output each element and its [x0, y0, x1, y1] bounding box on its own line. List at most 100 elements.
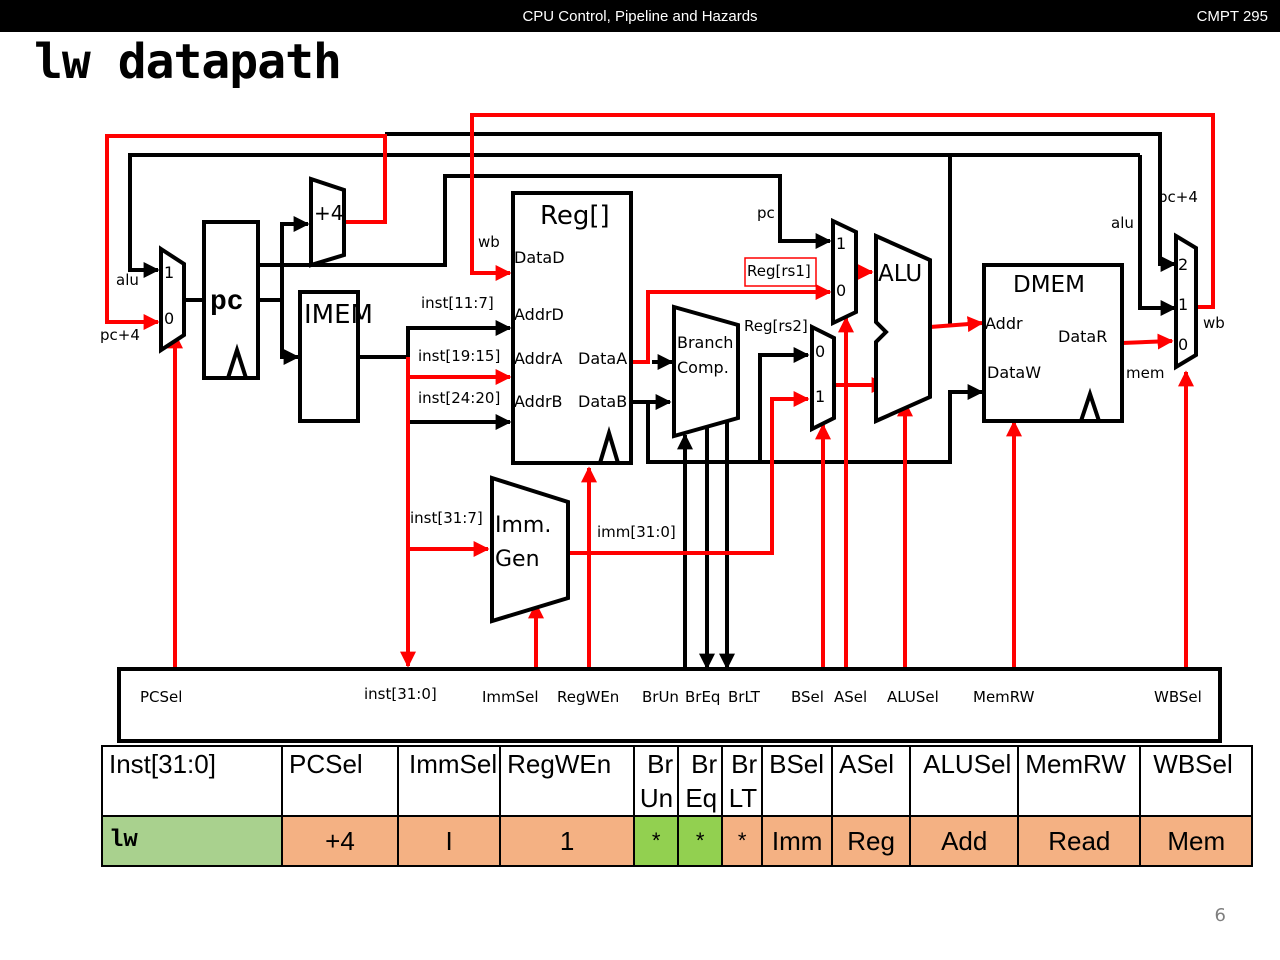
wire-pcplus4-to-wbmux	[385, 132, 1177, 272]
td-pcsel: +4	[281, 815, 399, 867]
th-pcsel: PCSel	[281, 745, 399, 817]
label-wb-reg: wb	[478, 233, 500, 251]
label-mem: mem	[1126, 364, 1164, 382]
wire-dataB-bus	[646, 384, 984, 464]
wire-alu-to-pcmux	[128, 153, 1140, 278]
ctl-label-bsel: BSel	[791, 688, 824, 706]
wire-wb-to-regfile	[470, 113, 1215, 309]
control-unit	[117, 667, 1222, 743]
plus4-adder	[309, 176, 346, 268]
dmem-block	[982, 263, 1124, 423]
course-code: CMPT 295	[1196, 8, 1268, 25]
page-number: 6	[1214, 905, 1226, 926]
wire-pc-to-imem	[280, 300, 300, 365]
wire-alu-to-wbmux	[1138, 155, 1177, 316]
branch-label-2: Comp.	[677, 358, 729, 377]
ctl-label-inst: inst[31:0]	[364, 685, 437, 703]
table-row-lw: lw +4 I 1 * * * Imm Reg Add Read Mem	[101, 815, 1254, 867]
inactive-wires	[128, 132, 1177, 670]
th-alusel: ALUSel	[909, 745, 1020, 817]
dmem-label: DMEM	[1013, 272, 1085, 298]
wire-plus4-to-pcmux	[105, 134, 387, 330]
td-breq: *	[677, 815, 724, 867]
immgen-label-2: Gen	[495, 547, 540, 572]
port-dataD: DataD	[514, 248, 565, 267]
label-imm-31-0: imm[31:0]	[597, 523, 676, 541]
label-inst-31-7: inst[31:7]	[410, 509, 483, 527]
wire-alu-to-addr	[929, 316, 984, 333]
pc-register	[202, 220, 260, 380]
td-immsel: I	[396, 815, 502, 867]
label-inst-24-20: inst[24:20]	[418, 389, 500, 407]
td-brun: *	[633, 815, 680, 867]
wbmux-in-2: 2	[1178, 255, 1188, 274]
td-brlt: *	[721, 815, 764, 867]
imem-block	[298, 290, 360, 423]
label-inst-19-15: inst[19:15]	[418, 347, 500, 365]
reg-rs1-highlight-box	[744, 257, 817, 287]
immgen-label-1: Imm.	[495, 513, 551, 538]
branch-comp-block	[672, 304, 740, 439]
ctl-label-brun: BrUn	[642, 688, 679, 706]
ctl-label-regwen: RegWEn	[557, 688, 619, 706]
immgen-block	[490, 475, 570, 624]
port-dataW: DataW	[987, 363, 1041, 382]
th-regwen: RegWEn	[499, 745, 636, 817]
branch-label-1: Branch	[677, 333, 733, 352]
alu-label: ALU	[878, 261, 922, 287]
wire-inst-11-7	[406, 320, 512, 357]
port-dataB: DataB	[578, 392, 627, 411]
pcmux-in-1: 1	[164, 263, 174, 282]
header-bar: CPU Control, Pipeline and Hazards CMPT 2…	[0, 0, 1280, 32]
wb-mux	[1174, 232, 1198, 371]
regfile-label: Reg[]	[540, 201, 610, 231]
td-asel: Reg	[831, 815, 912, 867]
label-reg-rs2: Reg[rs2]	[744, 317, 808, 335]
wire-pc-to-plus4	[258, 216, 310, 302]
label-alu-right: alu	[1111, 214, 1134, 232]
label-pcplus4-right: pc+4	[1158, 188, 1198, 206]
bmux-in-1: 1	[815, 387, 825, 406]
amux-in-1: 1	[836, 234, 846, 253]
label-wb-right: wb	[1203, 314, 1225, 332]
th-asel: ASel	[831, 745, 912, 817]
wire-imm-to-bmux	[568, 391, 810, 555]
ctl-label-brlt: BrLT	[728, 688, 761, 706]
ctl-label-wbsel: WBSel	[1154, 688, 1202, 706]
port-addrA: AddrA	[514, 349, 563, 368]
a-mux	[831, 217, 858, 327]
port-dataR: DataR	[1058, 327, 1107, 346]
th-inst: Inst[31:0]	[101, 745, 283, 817]
imem-label: IMEM	[304, 300, 373, 330]
pc-clock-icon	[226, 343, 248, 379]
pcmux-in-0: 0	[164, 309, 174, 328]
label-reg-rs1: Reg[rs1]	[747, 262, 811, 280]
label-inst-11-7: inst[11:7]	[421, 294, 494, 312]
th-memrw: MemRW	[1017, 745, 1142, 817]
dmem-clock-icon	[1079, 387, 1101, 422]
ctl-label-immsel: ImmSel	[482, 688, 539, 706]
label-pcplus4-left: pc+4	[100, 326, 140, 344]
regfile-block	[511, 191, 633, 465]
ctl-label-alusel: ALUSel	[887, 688, 939, 706]
th-bsel: BSel	[761, 745, 834, 817]
ctl-label-breq: BrEq	[685, 688, 720, 706]
td-alusel: Add	[909, 815, 1020, 867]
pc-mux	[159, 245, 186, 354]
alu-block	[874, 232, 932, 425]
th-immsel: ImmSel	[396, 745, 502, 817]
regfile-clock-icon	[598, 426, 620, 464]
port-addrD: AddrD	[514, 305, 564, 324]
wire-dataA-to-amux	[632, 284, 832, 364]
port-dataA: DataA	[578, 349, 627, 368]
th-wbsel: WBSel	[1139, 745, 1254, 817]
plus4-label: +4	[314, 201, 343, 225]
pc-label: pc	[210, 287, 244, 318]
port-addrB: AddrB	[514, 392, 563, 411]
bmux-in-0: 0	[815, 342, 825, 361]
port-addr: Addr	[985, 314, 1023, 333]
active-wires	[105, 113, 1215, 668]
